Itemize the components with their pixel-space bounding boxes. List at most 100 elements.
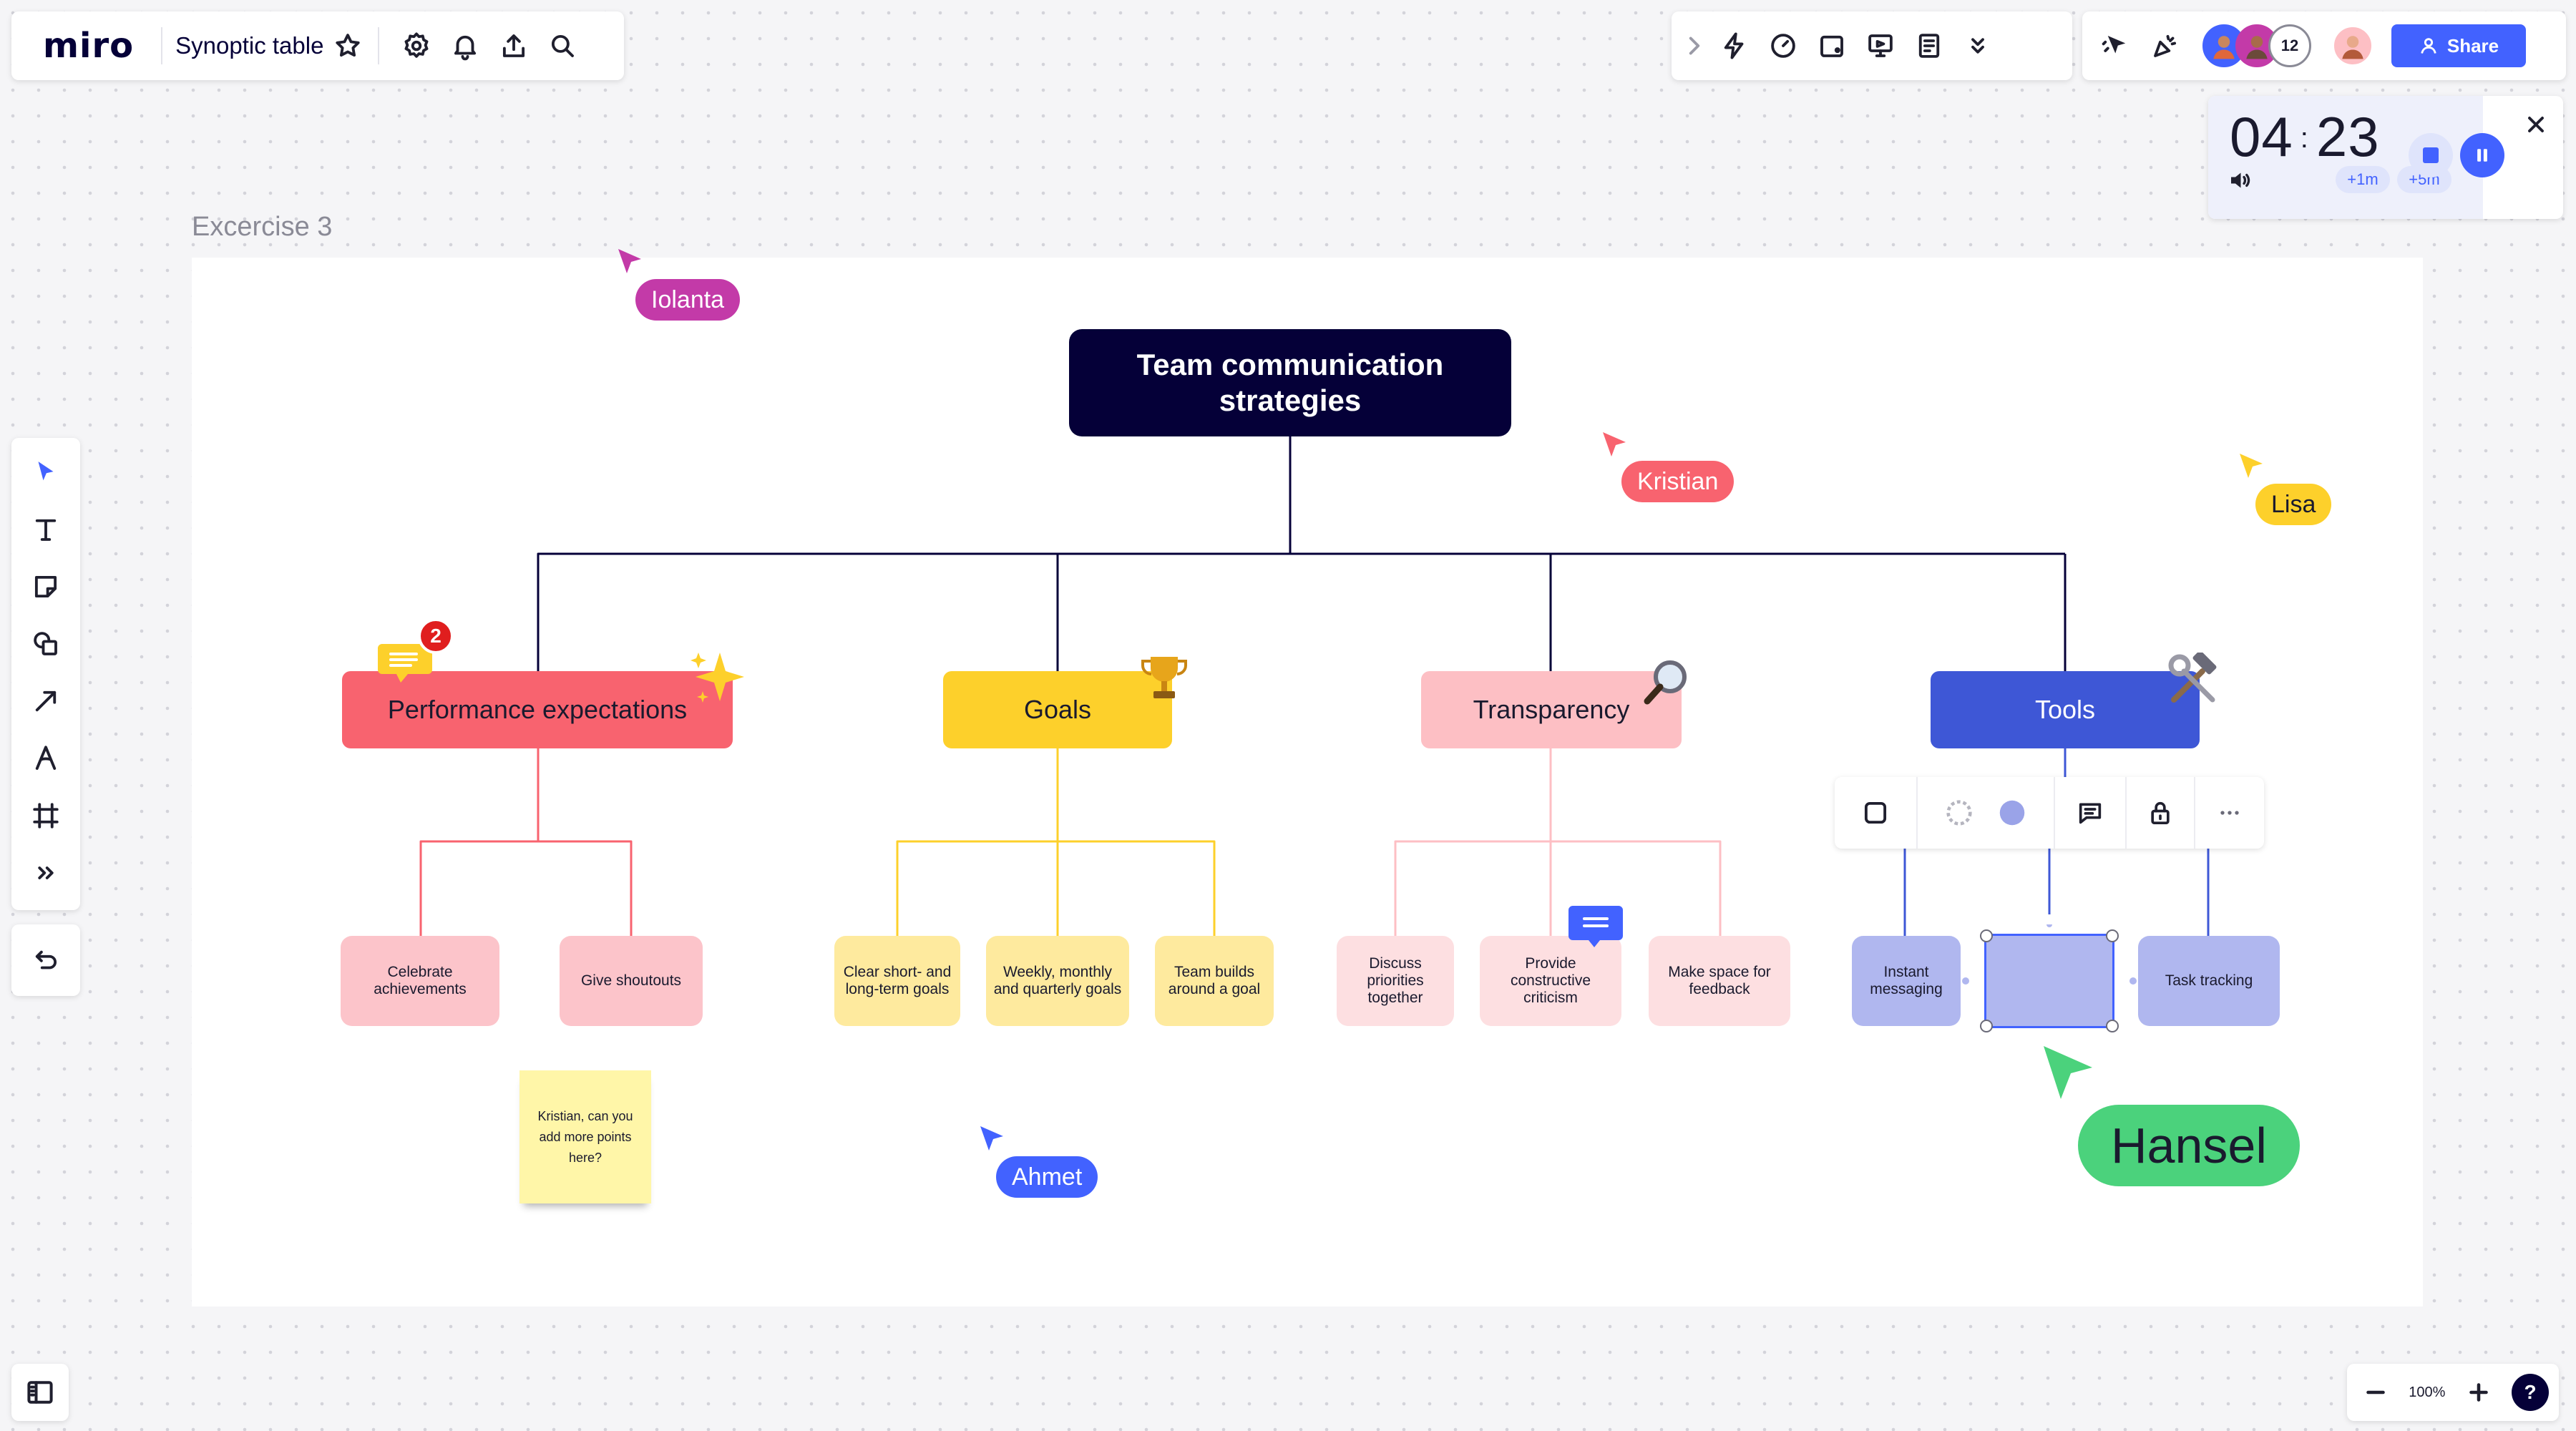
presentation-icon[interactable] (1856, 21, 1905, 70)
node-celebrate-achievements[interactable]: Celebrate achievements (341, 936, 499, 1026)
pause-timer-button[interactable] (2460, 133, 2504, 177)
kristian-cursor-icon (1603, 432, 1626, 456)
node-feedback-space[interactable]: Make space for feedback (1649, 936, 1790, 1026)
comment-button[interactable] (2055, 777, 2127, 849)
stop-timer-button[interactable] (2409, 133, 2453, 177)
node-instant-messaging[interactable]: Instant messaging (1852, 936, 1961, 1026)
lightning-icon[interactable] (1710, 21, 1759, 70)
cursor-label-ahmet: Ahmet (996, 1156, 1098, 1198)
cursor-label-lisa: Lisa (2255, 484, 2332, 525)
undo-icon[interactable] (21, 936, 70, 985)
connection-line-tool-icon[interactable] (21, 677, 70, 726)
share-label: Share (2446, 34, 2499, 57)
more-dots-icon (2220, 811, 2239, 815)
node-weekly-goals[interactable]: Weekly, monthly and quarterly goals (986, 936, 1129, 1026)
border-color-icon[interactable] (1943, 796, 1976, 829)
comment-count: 2 (430, 625, 441, 647)
search-icon[interactable] (538, 21, 587, 70)
comment-icon (2079, 803, 2102, 824)
miro-logo[interactable]: miro (43, 26, 135, 66)
collaborator-count-badge[interactable]: 12 (2268, 24, 2311, 67)
help-icon[interactable]: ? (2512, 1374, 2549, 1411)
lisa-cursor-icon (2240, 454, 2263, 478)
cursor-label-kristian: Kristian (1621, 461, 1735, 502)
fill-color-icon[interactable] (1996, 796, 2029, 829)
mindmap-root-node[interactable]: Team communication strategies (1069, 329, 1511, 436)
node-constructive-criticism[interactable]: Provide constructive criticism (1480, 936, 1621, 1026)
select-tool-icon[interactable] (21, 448, 70, 497)
volume-icon[interactable] (2227, 167, 2254, 193)
comment-count-badge[interactable]: 2 (418, 618, 454, 654)
more-tools-chevron-icon[interactable] (21, 849, 70, 897)
vote-icon[interactable] (1807, 21, 1856, 70)
settings-gear-icon[interactable] (392, 21, 441, 70)
node-give-shoutouts[interactable]: Give shoutouts (560, 936, 703, 1026)
chevron-right-icon[interactable] (1679, 21, 1710, 70)
add-1-minute-button[interactable]: +1m (2336, 166, 2390, 193)
comment-sticker-icon[interactable] (376, 634, 441, 691)
notes-icon[interactable] (1905, 21, 1953, 70)
star-icon[interactable] (331, 21, 365, 70)
timer-widget: 04:23 +1m +5m (2208, 96, 2563, 219)
current-user-avatar[interactable] (2331, 24, 2374, 67)
shapes-tool-icon[interactable] (21, 620, 70, 668)
timer-seconds: 23 (2316, 105, 2380, 168)
follow-cursor-icon[interactable] (2092, 21, 2141, 70)
export-upload-icon[interactable] (489, 21, 538, 70)
more-options-button[interactable] (2195, 777, 2264, 849)
magnifying-glass-icon (1644, 660, 1687, 705)
zoom-in-icon[interactable] (2460, 1371, 2497, 1414)
creation-toolbar (11, 438, 80, 910)
connector-dot[interactable] (2129, 977, 2137, 985)
hammer-wrench-icon (2168, 653, 2217, 703)
notifications-bell-icon[interactable] (441, 21, 489, 70)
node-discuss-priorities[interactable]: Discuss priorities together (1337, 936, 1454, 1026)
ahmet-cursor-icon (980, 1126, 1003, 1151)
text-tool-icon[interactable] (21, 505, 70, 554)
divider (378, 27, 380, 64)
node-team-builds[interactable]: Team builds around a goal (1155, 936, 1274, 1026)
selection-context-toolbar (1835, 777, 2264, 849)
board-panel-toggle[interactable] (11, 1364, 69, 1421)
node-goals[interactable]: Goals (943, 671, 1172, 748)
celebrate-icon[interactable] (2141, 21, 2190, 70)
iolanta-cursor-icon (618, 249, 641, 273)
timer-icon[interactable] (1759, 21, 1807, 70)
zoom-out-icon[interactable] (2357, 1371, 2394, 1414)
lock-icon (2151, 801, 2170, 824)
frame-label[interactable]: Excercise 3 (192, 212, 333, 242)
shape-style-button[interactable] (1835, 777, 1918, 849)
zoom-level[interactable]: 100% (2409, 1384, 2446, 1400)
chevron-double-down-icon[interactable] (1953, 21, 2002, 70)
cursor-label-hansel: Hansel (2078, 1105, 2300, 1186)
node-task-tracking[interactable]: Task tracking (2138, 936, 2280, 1026)
sticky-note[interactable]: Kristian, can you add more points here? (519, 1070, 651, 1203)
node-empty-selected[interactable] (1984, 934, 2114, 1028)
connector-dot[interactable] (1962, 977, 1969, 985)
collaborator-avatars[interactable]: 12 (2202, 24, 2311, 67)
timer-panel: 04:23 +1m +5m (2208, 96, 2483, 219)
cursor-label-iolanta: Iolanta (635, 279, 741, 321)
node-performance-expectations[interactable]: Performance expectations (342, 671, 733, 748)
share-bar: 12 Share (2082, 11, 2566, 80)
pen-tool-icon[interactable] (21, 734, 70, 783)
sparkles-icon (691, 653, 744, 703)
selection-handles[interactable] (1975, 924, 2124, 1037)
node-clear-goals[interactable]: Clear short- and long-term goals (834, 936, 960, 1026)
node-transparency[interactable]: Transparency (1421, 671, 1682, 748)
trophy-icon (1141, 657, 1187, 698)
pause-icon (2477, 149, 2487, 162)
share-button[interactable]: Share (2391, 24, 2526, 67)
user-icon (2421, 38, 2436, 54)
sticky-note-tool-icon[interactable] (21, 562, 70, 611)
hansel-cursor-icon (2044, 1046, 2092, 1099)
close-timer-icon[interactable] (2523, 112, 2552, 140)
comment-bubble-icon[interactable] (1567, 904, 1624, 956)
node-tools[interactable]: Tools (1931, 671, 2200, 748)
board-title[interactable]: Synoptic table (175, 32, 324, 59)
collaboration-toolbar (1672, 11, 2072, 80)
lock-button[interactable] (2127, 777, 2195, 849)
square-shape-icon (1864, 801, 1887, 824)
frame-tool-icon[interactable] (21, 791, 70, 840)
